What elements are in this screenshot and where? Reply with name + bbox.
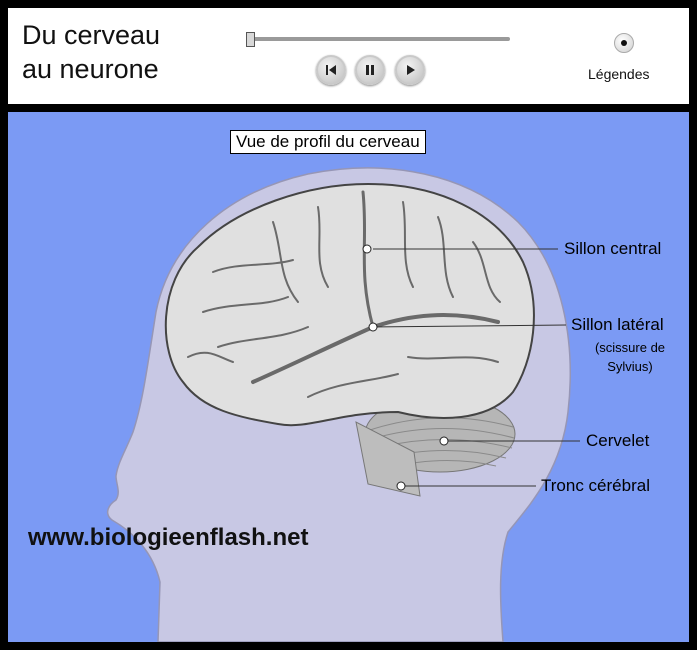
app-title: Du cerveau au neurone: [22, 18, 160, 86]
brain-profile-illustration: [106, 167, 580, 642]
note-line-2: Sylvius): [607, 359, 653, 374]
header-bar: Du cerveau au neurone Légendes: [8, 8, 689, 104]
website-watermark: www.biologieenflash.net: [28, 524, 309, 551]
pin-cerebellum: [439, 436, 449, 446]
pause-button[interactable]: [355, 55, 385, 85]
legend-toggle[interactable]: [614, 33, 634, 53]
leader-lines: [372, 248, 580, 487]
title-line-1: Du cerveau: [22, 20, 161, 50]
pin-central: [362, 244, 372, 254]
pin-lateral: [368, 322, 378, 332]
title-line-2: au neurone: [22, 54, 159, 84]
skip-back-icon: [324, 63, 338, 77]
brainstem-shape: [355, 421, 421, 497]
label-sillon-central: Sillon central: [564, 239, 662, 258]
label-sillon-lateral-note: (scissure de Sylvius): [587, 338, 673, 376]
view-caption: Vue de profil du cerveau: [230, 130, 426, 154]
rewind-button[interactable]: [316, 55, 346, 85]
brain-sulci: [187, 190, 501, 398]
label-cervelet: Cervelet: [586, 431, 650, 450]
pin-brainstem: [396, 481, 406, 491]
legend-label: Légendes: [588, 66, 650, 82]
play-button[interactable]: [395, 55, 425, 85]
label-sillon-lateral: Sillon latéral: [571, 315, 664, 334]
label-tronc-cerebral: Tronc cérébral: [541, 476, 650, 495]
label-pins: [362, 244, 449, 491]
illustration-panel: Vue de profil du cerveau Sillon central …: [8, 112, 689, 642]
progress-track[interactable]: [248, 37, 510, 41]
legend-toggle-dot: [621, 40, 627, 46]
note-line-1: (scissure de: [594, 340, 666, 355]
pause-icon: [363, 63, 377, 77]
progress-thumb[interactable]: [246, 32, 255, 47]
cerebrum-shape: [164, 182, 535, 427]
play-icon: [403, 63, 417, 77]
